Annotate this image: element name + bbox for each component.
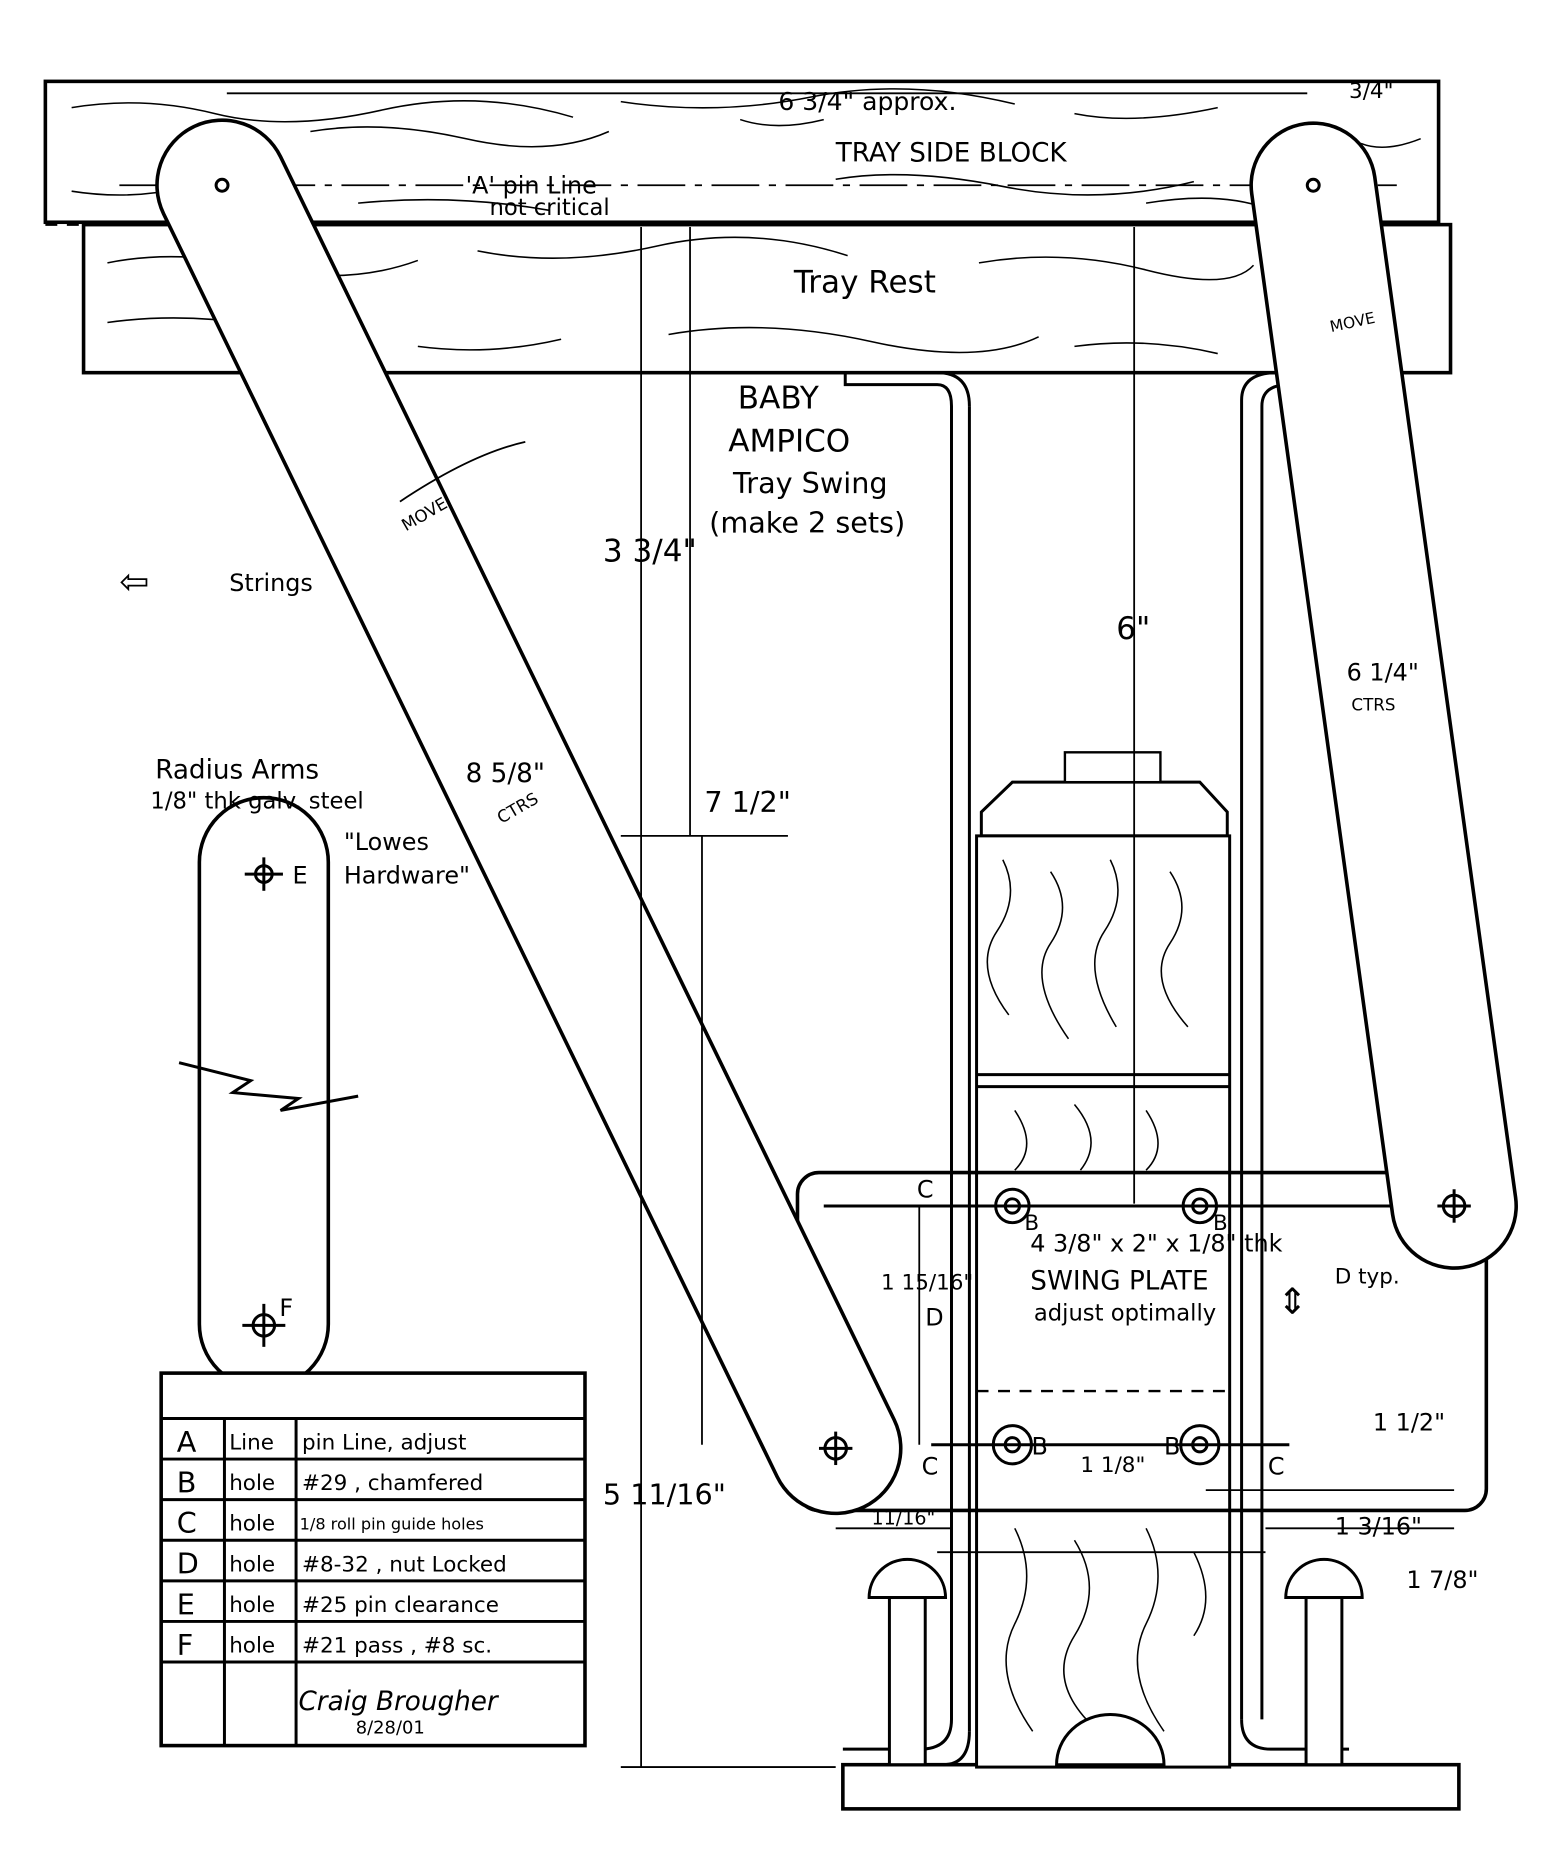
hole-e [244, 857, 283, 891]
base-plate [841, 1762, 1461, 1811]
dim-1-15-16: 1 15/16" [881, 1271, 973, 1296]
hole-b-label: B [1213, 1211, 1228, 1236]
right-arm-ctrs-dim: 6 1/4" [1347, 659, 1419, 687]
left-arrow-icon: ⇦ [119, 562, 149, 603]
tray-side-block-label: TRAY SIDE BLOCK [835, 138, 1068, 168]
hole-c-label: C [917, 1176, 934, 1204]
center-screw-head [1055, 1713, 1166, 1767]
radius-arm-detail: E F Radius Arms 1/8" thk galv. steel "Lo… [150, 756, 470, 1391]
hole-b-label: B [1164, 1432, 1180, 1460]
dim-7-1-2: 7 1/2" [704, 785, 791, 819]
left-arm-ctrs-dim: 8 5/8" [466, 759, 545, 789]
hole-b-label: B [1031, 1432, 1047, 1460]
hole-f [242, 1303, 286, 1347]
strings-label: Strings [229, 569, 313, 597]
swing-plate-label: SWING PLATE [1030, 1267, 1208, 1297]
legend-row: B hole #29 , chamfered [177, 1465, 484, 1499]
title-line: (make 2 sets) [709, 506, 905, 540]
signature: Craig Brougher [298, 1687, 499, 1717]
swing-plate: C B B B B C C 4 3/8" x 2" x 1/8" thk SWI… [795, 1170, 1489, 1513]
svg-text:F: F [177, 1628, 193, 1662]
svg-text:#25 pin clearance: #25 pin clearance [302, 1593, 499, 1618]
svg-text:#29 , chamfered: #29 , chamfered [302, 1471, 483, 1496]
svg-text:E: E [177, 1587, 195, 1621]
radius-arms-label: Radius Arms [155, 756, 319, 786]
svg-text:Line: Line [229, 1431, 274, 1456]
title-block: BABY AMPICO Tray Swing (make 2 sets) [709, 380, 905, 539]
svg-text:A: A [177, 1425, 197, 1459]
dim-3-3-4: 3 3/4" [603, 533, 697, 569]
not-critical-label: not critical [489, 195, 609, 221]
signature-date: 8/28/01 [356, 1718, 425, 1739]
svg-text:#8-32 , nut Locked: #8-32 , nut Locked [302, 1552, 507, 1577]
title-line: Tray Swing [732, 466, 888, 500]
svg-text:#21 pass , #8 sc.: #21 pass , #8 sc. [302, 1633, 492, 1658]
svg-text:hole: hole [229, 1633, 275, 1658]
hole-b [994, 1187, 1031, 1225]
svg-text:hole: hole [229, 1512, 275, 1537]
ctrs-label: CTRS [1351, 695, 1395, 715]
hole-b [1181, 1187, 1219, 1225]
title-line: AMPICO [728, 423, 850, 459]
vertical-dimensions: 3 3/4" 7 1/2" 6" 5 11/16" 1 15/16" 1 1/8… [603, 227, 1478, 1768]
left-screw [867, 1557, 948, 1767]
dim-5-11-16: 5 11/16" [603, 1477, 726, 1511]
svg-text:hole: hole [229, 1552, 275, 1577]
title-line: BABY [738, 380, 820, 416]
legend-row: A Line pin Line, adjust [177, 1425, 467, 1459]
legend-row: F hole #21 pass , #8 sc. [177, 1628, 492, 1662]
d-typ-label: D typ. [1335, 1265, 1400, 1290]
hole-d [818, 1431, 853, 1466]
dim-1-1-2: 1 1/2" [1373, 1408, 1445, 1436]
svg-text:B: B [177, 1465, 197, 1499]
svg-text:C: C [177, 1506, 197, 1540]
tray-rest-label: Tray Rest [793, 265, 936, 301]
top-right-dim: 3/4" [1349, 79, 1393, 104]
hole-c-label: C [1268, 1453, 1285, 1481]
svg-text:pin Line, adjust: pin Line, adjust [302, 1431, 466, 1456]
hole-b-label: B [1024, 1211, 1039, 1236]
svg-text:hole: hole [229, 1593, 275, 1618]
legend-table: A Line pin Line, adjust B hole #29 , cha… [159, 1371, 587, 1748]
pin-line-label: 'A' pin Line [466, 172, 597, 200]
d-label: D [925, 1303, 943, 1331]
dim-1-1-8: 1 1/8" [1080, 1453, 1145, 1478]
radius-arms-material: 1/8" thk galv. steel [150, 788, 363, 814]
hole-c-label: C [922, 1453, 939, 1481]
top-width-dim: 6 3/4" approx. [778, 87, 956, 116]
hole-f-label: F [279, 1294, 293, 1322]
move-arrow-icon [399, 441, 526, 503]
swing-plate-note: adjust optimally [1034, 1301, 1216, 1327]
wood-block [975, 751, 1232, 1769]
up-down-arrow-icon: ⇕ [1277, 1281, 1307, 1322]
swing-plate-dims: 4 3/8" x 2" x 1/8" thk [1030, 1229, 1282, 1257]
dim-6: 6" [1116, 611, 1150, 647]
hole-b [991, 1424, 1033, 1466]
svg-text:1/8 roll pin guide holes: 1/8 roll pin guide holes [300, 1515, 484, 1534]
svg-text:D: D [177, 1547, 199, 1581]
hole-b [1179, 1424, 1221, 1466]
right-screw [1284, 1557, 1364, 1767]
legend-row: D hole #8-32 , nut Locked [177, 1547, 507, 1581]
radius-arms-source: Hardware" [344, 862, 470, 890]
right-radius-arm: MOVE 6 1/4" CTRS [1249, 121, 1518, 1270]
hole-d [1437, 1189, 1471, 1223]
dim-11-16: 11/16" [872, 1507, 936, 1530]
dim-1-3-16: 1 3/16" [1335, 1512, 1422, 1540]
radius-arms-source: "Lowes [344, 828, 429, 856]
legend-row: E hole #25 pin clearance [177, 1587, 499, 1621]
svg-text:hole: hole [229, 1471, 275, 1496]
left-bracket [842, 371, 971, 1767]
hole-e-label: E [292, 862, 307, 890]
dim-1-7-8: 1 7/8" [1406, 1566, 1478, 1594]
left-radius-arm: MOVE 8 5/8" CTRS [155, 118, 903, 1516]
legend-row: C hole 1/8 roll pin guide holes [177, 1506, 484, 1540]
